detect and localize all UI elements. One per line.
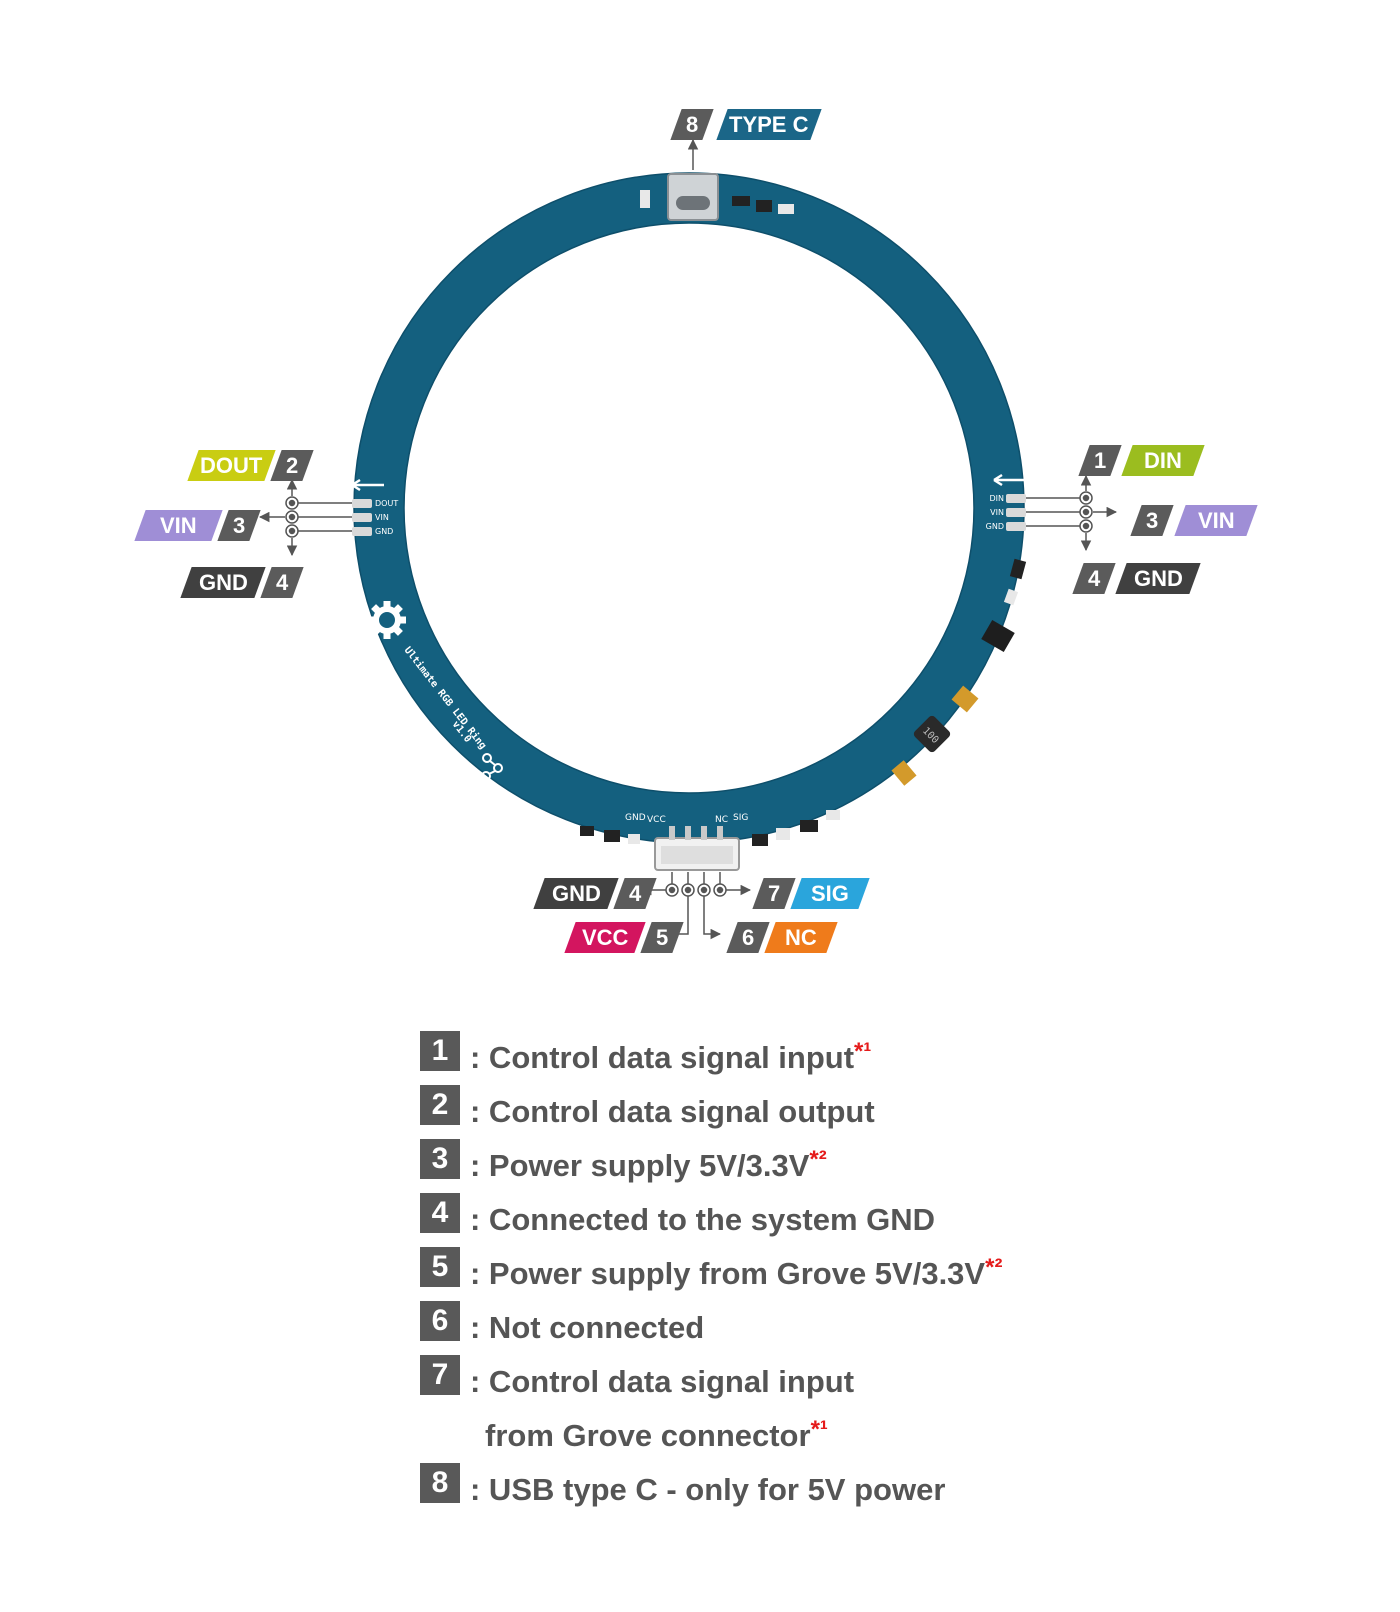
grove-connector bbox=[654, 826, 740, 871]
legend-text: : USB type C - only for 5V power bbox=[470, 1472, 946, 1507]
footnote-mark: *² bbox=[809, 1146, 827, 1173]
legend-row: 1 : Control data signal input*¹ bbox=[420, 1025, 1320, 1079]
footnote-mark: *¹ bbox=[854, 1038, 872, 1065]
pin-legend: 1 : Control data signal input*¹ 2 : Cont… bbox=[420, 1025, 1320, 1511]
tag-vin-right: VIN bbox=[1174, 505, 1258, 536]
legend-row: 5 : Power supply from Grove 5V/3.3V*² bbox=[420, 1241, 1320, 1295]
legend-row: 3 : Power supply 5V/3.3V*² bbox=[420, 1133, 1320, 1187]
tag-gnd-bottom: GND bbox=[533, 878, 619, 909]
legend-number: 7 bbox=[420, 1355, 460, 1395]
legend-text: : Control data signal input bbox=[470, 1364, 855, 1399]
tag-nc: NC bbox=[764, 922, 838, 953]
ring-diagram: 100 DOUT VIN GND DIN VIN GND GND VCC NC … bbox=[134, 109, 1258, 953]
legend-number: 6 bbox=[420, 1301, 460, 1341]
footnote-mark: *¹ bbox=[810, 1416, 828, 1443]
smd-components bbox=[580, 558, 1027, 846]
legend-text: : Power supply from Grove 5V/3.3V*² bbox=[470, 1254, 1003, 1291]
legend-row: 4 : Connected to the system GND bbox=[420, 1187, 1320, 1241]
pad-label-vin-right: VIN bbox=[990, 508, 1004, 517]
legend-number: 3 bbox=[420, 1139, 460, 1179]
legend-number: 1 bbox=[420, 1031, 460, 1071]
leader-lines bbox=[258, 138, 1118, 940]
legend-text: from Grove connector*¹ bbox=[485, 1416, 828, 1453]
legend-number: 5 bbox=[420, 1247, 460, 1287]
legend-number: 8 bbox=[420, 1463, 460, 1503]
tag-sig: SIG bbox=[790, 878, 870, 909]
tag-gnd-left: GND bbox=[180, 567, 266, 598]
tag-vcc: VCC bbox=[564, 922, 646, 953]
legend-number: 4 bbox=[420, 1193, 460, 1233]
pad-label-dout: DOUT bbox=[375, 499, 398, 508]
grove-label-nc: NC bbox=[715, 815, 728, 825]
grove-label-gnd: GND bbox=[625, 813, 646, 823]
pad-label-din: DIN bbox=[989, 494, 1004, 503]
tag-vin-left: VIN bbox=[134, 510, 223, 541]
pcb-illustration: 100 DOUT VIN GND DIN VIN GND GND VCC NC … bbox=[258, 138, 1118, 940]
grove-label-vcc: VCC bbox=[647, 815, 666, 825]
pin-dots bbox=[285, 491, 1093, 897]
pad-label-gnd-left: GND bbox=[375, 527, 393, 536]
legend-row: 8 : USB type C - only for 5V power bbox=[420, 1457, 1320, 1511]
footnote-mark: *² bbox=[985, 1254, 1003, 1281]
legend-row-continuation: from Grove connector*¹ bbox=[420, 1403, 1320, 1457]
tag-gnd-right: GND bbox=[1115, 563, 1201, 594]
right-pads bbox=[1006, 494, 1026, 531]
usb-c-connector bbox=[640, 173, 794, 221]
legend-row: 6 : Not connected bbox=[420, 1295, 1320, 1349]
gear-icon bbox=[368, 601, 406, 639]
pad-label-gnd-right: GND bbox=[986, 522, 1004, 531]
legend-text: : Control data signal input*¹ bbox=[470, 1038, 872, 1075]
legend-text: : Not connected bbox=[470, 1310, 705, 1345]
legend-row: 2 : Control data signal output bbox=[420, 1079, 1320, 1133]
tag-type-c: TYPE C bbox=[716, 109, 822, 140]
molecule-logo-icon bbox=[481, 753, 503, 781]
legend-text: : Connected to the system GND bbox=[470, 1202, 936, 1237]
legend-number: 2 bbox=[420, 1085, 460, 1125]
direction-arrow-icon bbox=[351, 473, 1026, 492]
legend-text: : Control data signal output bbox=[470, 1094, 875, 1129]
left-pads bbox=[352, 499, 372, 536]
pad-label-vin-left: VIN bbox=[375, 513, 389, 522]
tag-din: DIN bbox=[1121, 445, 1205, 476]
grove-label-sig: SIG bbox=[733, 813, 748, 823]
legend-row: 7 : Control data signal input bbox=[420, 1349, 1320, 1403]
legend-text: : Power supply 5V/3.3V*² bbox=[470, 1146, 827, 1183]
tag-dout: DOUT bbox=[187, 450, 276, 481]
